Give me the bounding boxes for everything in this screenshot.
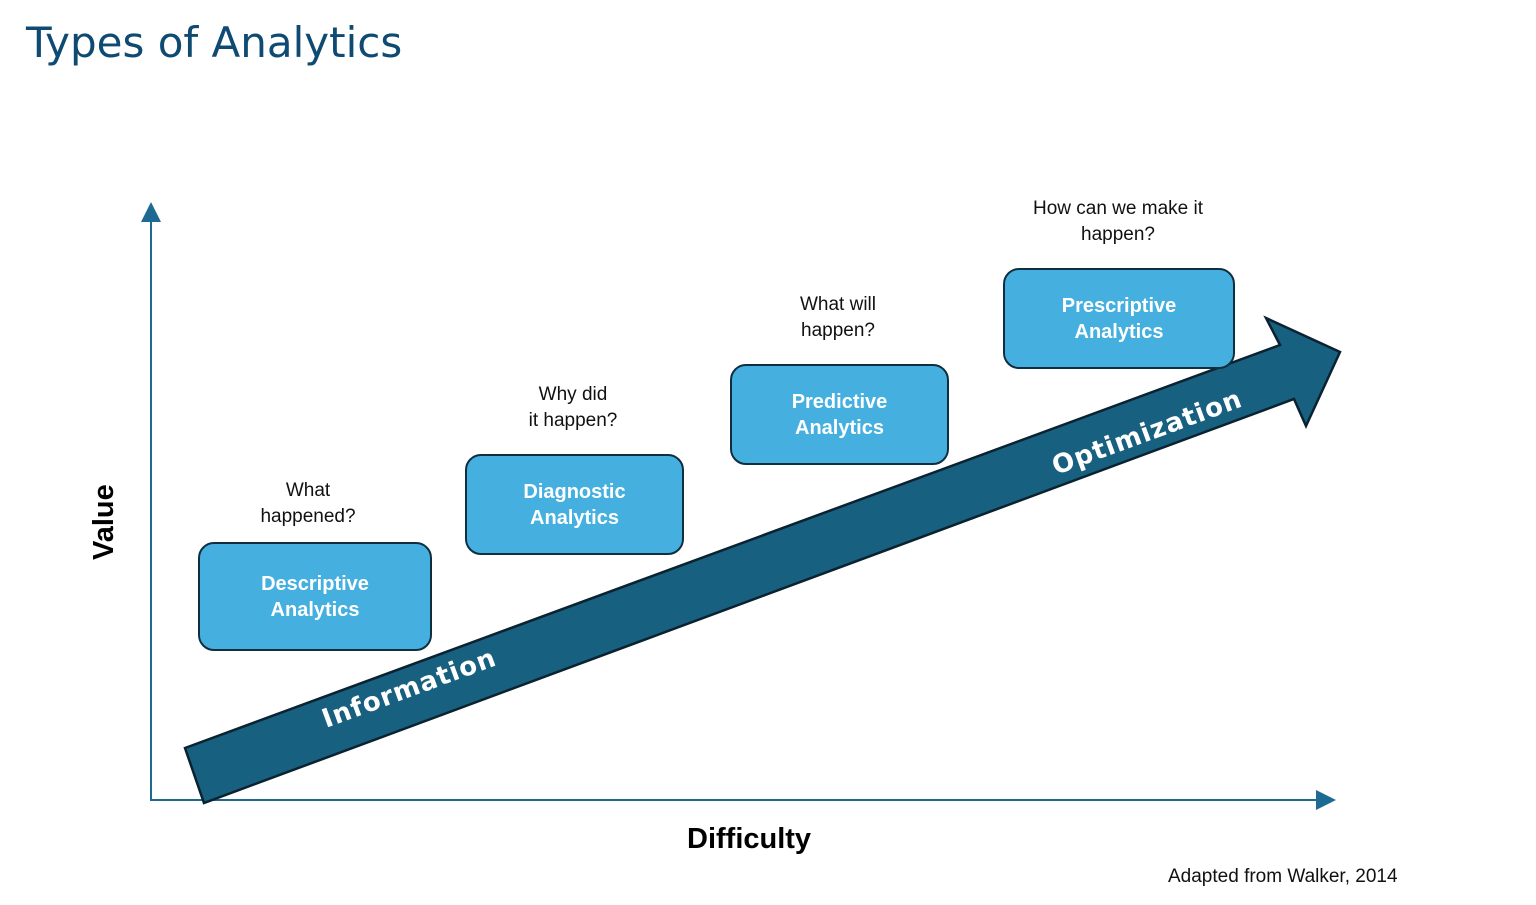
box-descriptive-analytics: Descriptive Analytics (198, 542, 432, 651)
question-prescriptive: How can we make it happen? (1032, 198, 1203, 245)
big-arrow (183, 315, 1342, 805)
box-prescriptive-analytics: Prescriptive Analytics (1003, 268, 1235, 369)
question-descriptive: What happened? (260, 480, 356, 527)
box-diagnostic-analytics: Diagnostic Analytics (465, 454, 684, 555)
box-predictive-analytics: Predictive Analytics (730, 364, 949, 465)
x-axis-label: Difficulty (687, 823, 812, 855)
question-predictive: What will happen? (799, 294, 876, 341)
page-title: Types of Analytics (26, 18, 403, 67)
question-diagnostic: Why did it happen? (528, 384, 618, 431)
y-axis-label: Value (88, 484, 120, 560)
source-citation: Adapted from Walker, 2014 (1168, 866, 1398, 887)
